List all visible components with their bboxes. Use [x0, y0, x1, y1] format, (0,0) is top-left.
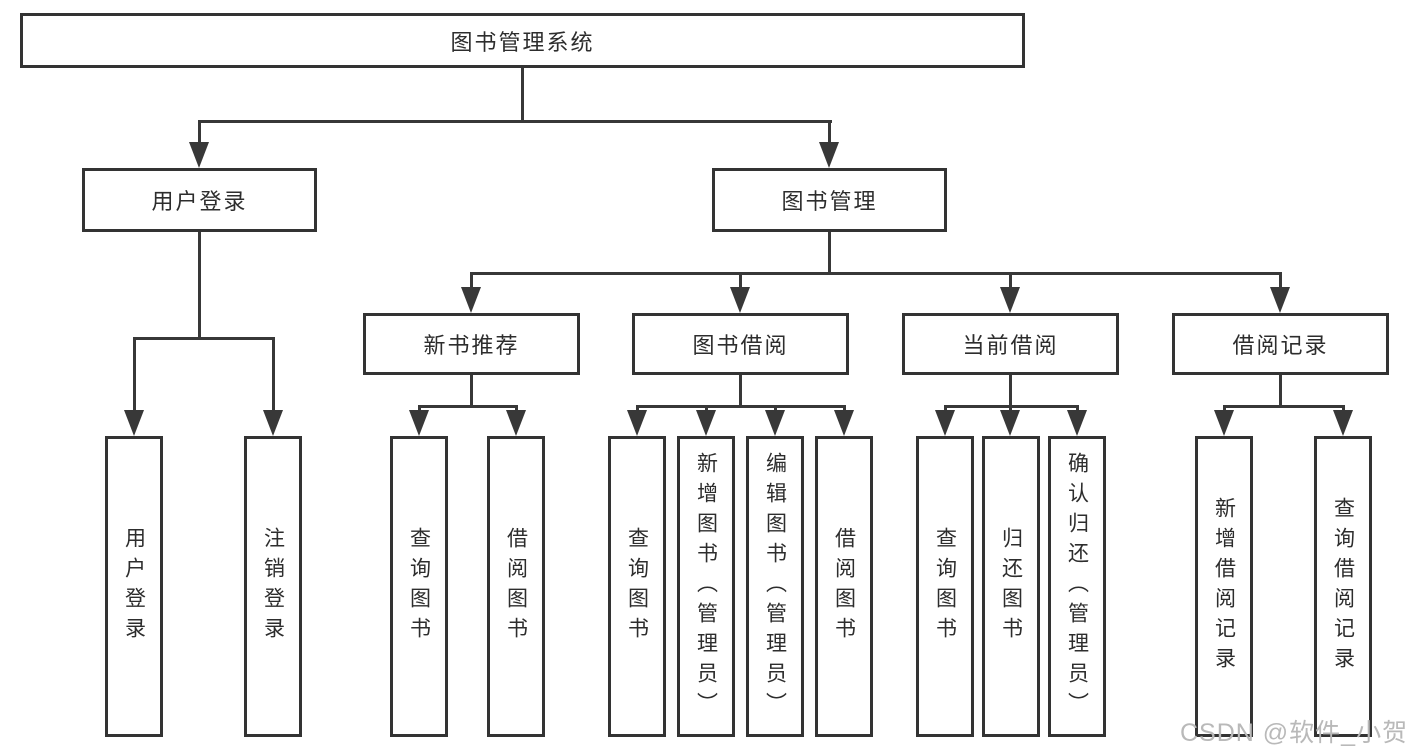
leaf-borrow-books-label: 借阅图书	[832, 526, 856, 647]
arrowhead-icon	[1333, 410, 1353, 436]
connector-bookmgmt-trunk	[828, 232, 831, 275]
leaf-query-books-current: 查询图书	[916, 436, 974, 737]
connector-records-branch	[1223, 405, 1345, 408]
leaf-add-borrow-record-label: 新增借阅记录	[1212, 496, 1236, 677]
leaf-add-books-admin: 新增图书（管理员）	[677, 436, 735, 737]
node-new-book-recommend: 新书推荐	[363, 313, 580, 375]
connector-records-trunk	[1279, 375, 1282, 408]
connector-stem-l3	[1009, 272, 1012, 289]
connector-current-trunk	[1009, 375, 1012, 408]
arrowhead-icon	[409, 410, 429, 436]
arrowhead-icon	[189, 142, 209, 168]
node-book-borrow: 图书借阅	[632, 313, 849, 375]
leaf-add-books-admin-label: 新增图书（管理员）	[694, 451, 718, 722]
leaf-return-books-label: 归还图书	[999, 526, 1023, 647]
leaf-query-books-borrow-label: 查询图书	[625, 526, 649, 647]
arrowhead-icon	[506, 410, 526, 436]
arrowhead-icon	[1214, 410, 1234, 436]
leaf-query-books-recommend-label: 查询图书	[407, 526, 431, 647]
node-borrow-records-label: 借阅记录	[1232, 333, 1329, 358]
leaf-query-books-recommend: 查询图书	[390, 436, 448, 737]
arrowhead-icon	[1000, 410, 1020, 436]
connector-root-branch	[198, 120, 832, 123]
node-user-login-label: 用户登录	[151, 189, 248, 214]
leaf-add-borrow-record: 新增借阅记录	[1195, 436, 1253, 737]
connector-stem-l3	[470, 272, 473, 289]
arrowhead-icon	[461, 287, 481, 313]
connector-userlogin-trunk	[198, 232, 201, 340]
arrowhead-icon	[1000, 287, 1020, 313]
leaf-borrow-books-recommend-label: 借阅图书	[504, 526, 528, 647]
leaf-query-books-borrow: 查询图书	[608, 436, 666, 737]
connector-stem-user-login	[198, 120, 201, 146]
node-user-login: 用户登录	[82, 168, 317, 232]
arrowhead-icon	[765, 410, 785, 436]
csdn-watermark: CSDN @软件_小贺同学	[1180, 719, 1405, 747]
connector-stem-l3	[1279, 272, 1282, 289]
leaf-borrow-books-recommend: 借阅图书	[487, 436, 545, 737]
connector-borrow-trunk	[739, 375, 742, 408]
node-book-borrow-label: 图书借阅	[692, 333, 789, 358]
node-book-management: 图书管理	[712, 168, 947, 232]
arrowhead-icon	[730, 287, 750, 313]
arrowhead-icon	[935, 410, 955, 436]
leaf-borrow-books: 借阅图书	[815, 436, 873, 737]
connector-stem-book-management	[828, 120, 831, 146]
connector-newbook-trunk	[470, 375, 473, 408]
leaf-edit-books-admin: 编辑图书（管理员）	[746, 436, 804, 737]
node-book-management-label: 图书管理	[781, 189, 878, 214]
leaf-user-login-label: 用户登录	[122, 526, 146, 647]
arrowhead-icon	[696, 410, 716, 436]
leaf-confirm-return-admin-label: 确认归还（管理员）	[1065, 451, 1089, 722]
arrowhead-icon	[263, 410, 283, 436]
arrowhead-icon	[124, 410, 144, 436]
arrowhead-icon	[1067, 410, 1087, 436]
connector-newbook-branch	[418, 405, 518, 408]
leaf-edit-books-admin-label: 编辑图书（管理员）	[763, 451, 787, 722]
arrowhead-icon	[627, 410, 647, 436]
connector-borrow-branch	[636, 405, 846, 408]
node-borrow-records: 借阅记录	[1172, 313, 1389, 375]
node-current-borrow-label: 当前借阅	[962, 333, 1059, 358]
leaf-return-books: 归还图书	[982, 436, 1040, 737]
node-current-borrow: 当前借阅	[902, 313, 1119, 375]
leaf-query-borrow-record-label: 查询借阅记录	[1331, 496, 1355, 677]
node-root: 图书管理系统	[20, 13, 1025, 68]
leaf-user-login: 用户登录	[105, 436, 163, 737]
node-root-label: 图书管理系统	[450, 29, 595, 55]
connector-stem-leaf	[133, 337, 136, 412]
node-new-book-recommend-label: 新书推荐	[423, 333, 520, 358]
arrowhead-icon	[1270, 287, 1290, 313]
leaf-query-borrow-record: 查询借阅记录	[1314, 436, 1372, 737]
leaf-logout-label: 注销登录	[261, 526, 285, 647]
connector-bookmgmt-branch	[470, 272, 1282, 275]
arrowhead-icon	[834, 410, 854, 436]
leaf-confirm-return-admin: 确认归还（管理员）	[1048, 436, 1106, 737]
connector-stem-leaf	[272, 337, 275, 412]
connector-userlogin-branch	[133, 337, 275, 340]
leaf-logout: 注销登录	[244, 436, 302, 737]
leaf-query-books-current-label: 查询图书	[933, 526, 957, 647]
connector-root-trunk	[521, 68, 524, 123]
connector-stem-l3	[739, 272, 742, 289]
arrowhead-icon	[819, 142, 839, 168]
